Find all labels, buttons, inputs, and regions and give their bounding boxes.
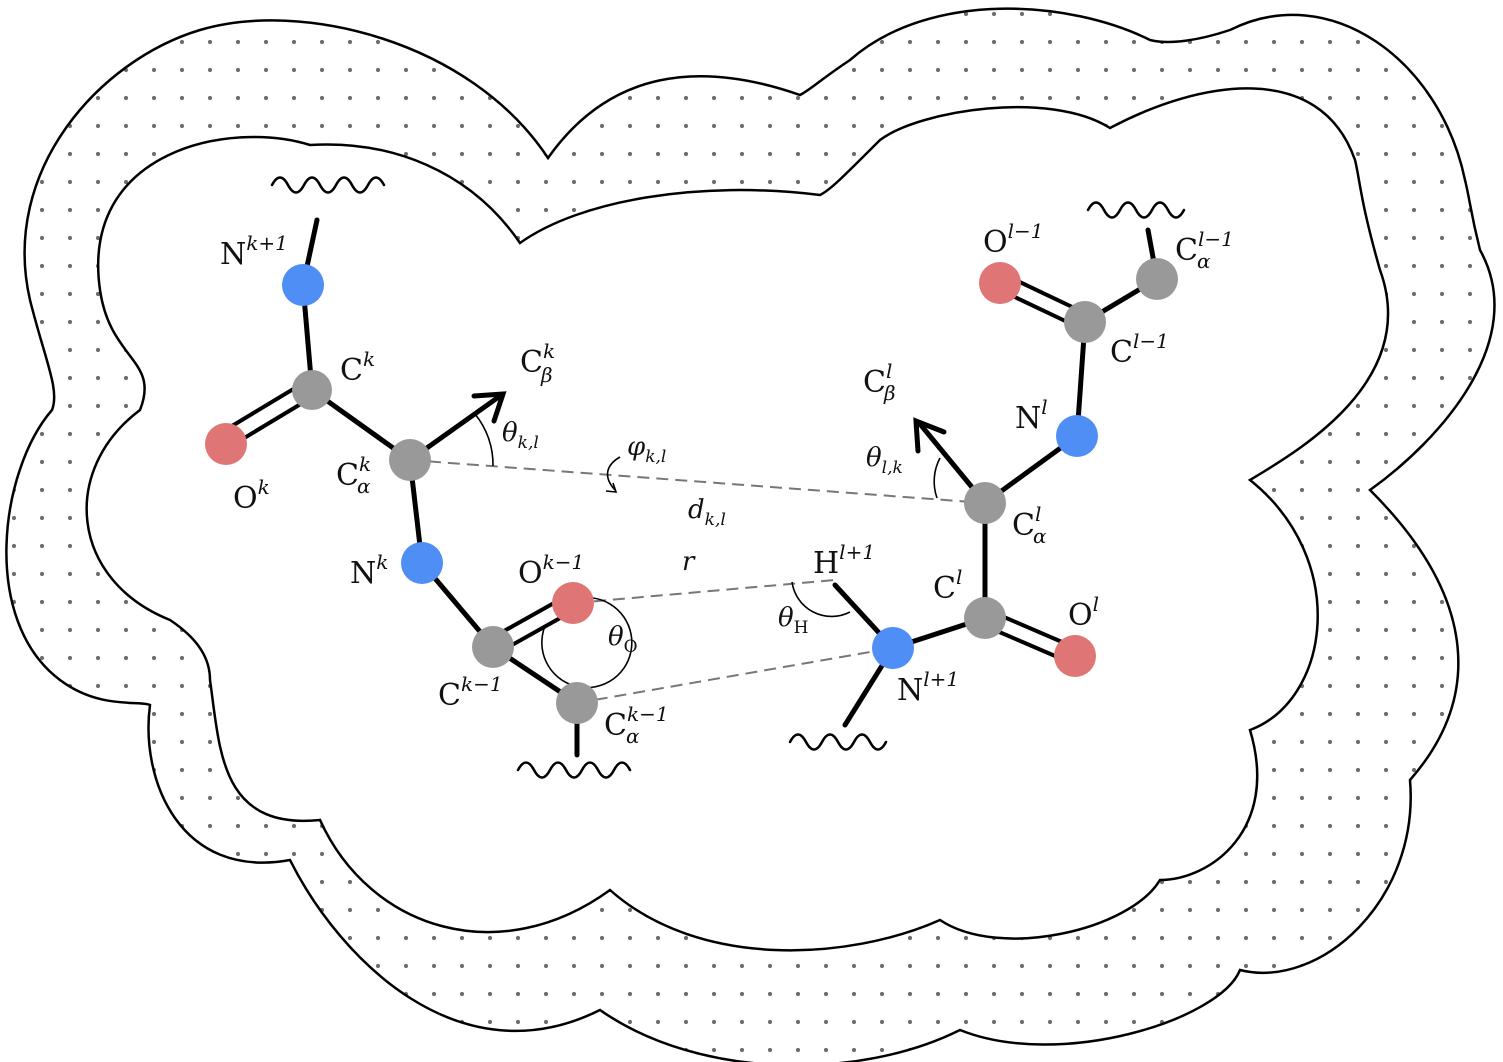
label-c-l: Cl [933,565,962,606]
label-o-l: Ol [1068,592,1099,633]
atom-n-l-plus-1 [872,627,914,669]
arc-theta-kl [474,413,494,467]
double-bond-ck-ok-a [220,380,307,434]
label-theta-h: θH [778,603,808,638]
atom-c-alpha-l-minus-1 [1136,258,1178,300]
label-n-k: Nk [350,550,388,591]
label-r: r [682,547,696,577]
label-o-l-minus-1: Ol−1 [983,219,1044,260]
label-c-k-minus-1: Ck−1 [438,672,503,713]
label-o-k: Ok [233,475,270,516]
arc-theta-o [541,597,633,689]
label-d-kl: dk,l [688,495,726,530]
atom-n-k-plus-1 [282,264,324,306]
label-o-k-minus-1: Ok−1 [518,550,584,591]
atom-c-alpha-k-minus-1 [556,682,598,724]
atom-o-l [1054,635,1096,677]
arc-phi-kl [606,456,621,491]
atom-c-l [964,597,1006,639]
wavy-chain-l-top [1086,201,1186,219]
arrow-cbeta-k-head [471,391,507,424]
atom-c-alpha-l [964,482,1006,524]
inner-surface-outline [85,87,1389,952]
dashed-line-calpha-n [576,647,894,704]
wavy-chain-k-top [270,176,386,194]
arc-phi-kl-tip [605,482,618,493]
atom-c-k-minus-1 [472,626,514,668]
atom-c-alpha-k [389,439,431,481]
label-theta-lk: θl,k [866,443,903,478]
atom-n-l [1056,415,1098,457]
label-n-l-plus-1: Nl+1 [897,667,959,708]
label-phi-kl: φk,l [627,432,666,467]
arrow-cbeta-l-head [913,417,947,454]
atom-n-k [401,542,443,584]
label-theta-o: θO [608,622,638,657]
atom-o-l-minus-1 [979,262,1021,304]
label-h-l-plus-1: Hl+1 [813,540,875,581]
atom-c-l-minus-1 [1064,301,1106,343]
outer-surface-outline [5,7,1496,1062]
wavy-chain-k-bottom [516,761,632,779]
label-n-k-plus-1: Nk+1 [220,231,288,272]
arc-theta-h [791,581,851,618]
label-c-l-minus-1: Cl−1 [1110,329,1169,370]
arc-theta-lk [933,457,941,499]
atom-o-k-minus-1 [552,582,594,624]
atom-o-k [205,423,247,465]
label-n-l: Nl [1015,395,1048,436]
wavy-chain-l-bottom [788,733,888,751]
dashed-line-d-kl [409,459,986,504]
label-theta-kl: θk,l [502,418,539,453]
atom-c-k [292,370,332,410]
label-c-k: Ck [340,347,375,388]
